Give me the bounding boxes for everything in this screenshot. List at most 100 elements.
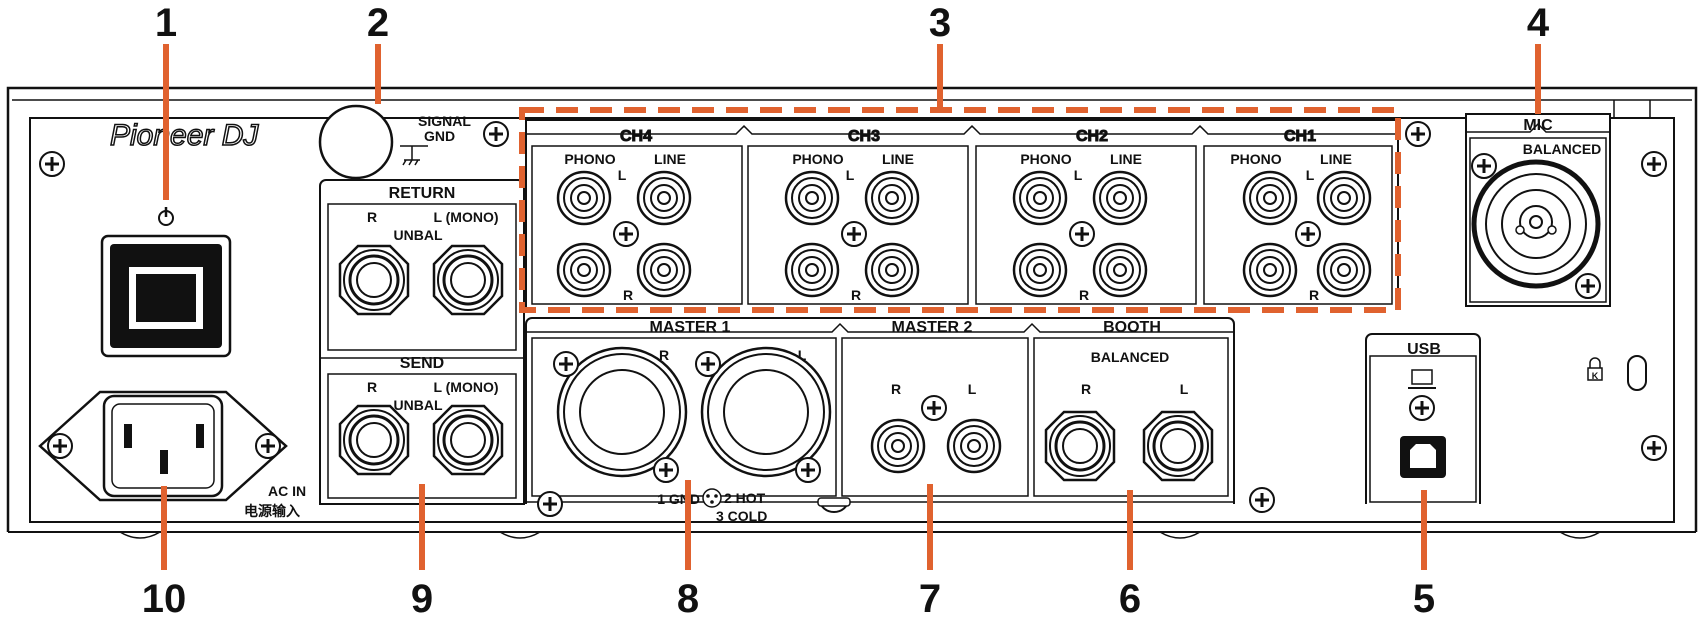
screw-icon	[840, 220, 868, 248]
signal-label: SIGNAL	[418, 113, 471, 129]
return-label: RETURN	[389, 185, 456, 202]
power-icon	[158, 207, 174, 226]
screw-icon	[1640, 150, 1668, 178]
phono-label: PHONO	[792, 151, 843, 167]
send-l-jack[interactable]	[432, 404, 504, 476]
ch3-label: CH3	[848, 128, 880, 145]
outputs-section	[525, 317, 1235, 504]
callout-3: 3	[929, 1, 951, 45]
callout-4: 4	[1527, 1, 1550, 45]
booth-l-label: L	[1180, 381, 1189, 397]
ac-in-cn-label: 电源输入	[244, 503, 300, 519]
r-label: R	[1309, 287, 1319, 303]
ac-inlet	[38, 390, 288, 502]
callout-7: 7	[919, 577, 941, 620]
ch1-label: CH1	[1284, 128, 1316, 145]
master2-r-jack[interactable]	[870, 418, 926, 474]
callout-6: 6	[1119, 577, 1141, 620]
xlr-pinout-icon	[702, 488, 722, 508]
line-label: LINE	[1110, 151, 1142, 167]
ch3-line-r-jack[interactable]	[864, 242, 920, 298]
master2-l-label: L	[968, 381, 977, 397]
ch4-line-l-jack[interactable]	[636, 170, 692, 226]
ch4-phono-l-jack[interactable]	[556, 170, 612, 226]
ch2-line-l-jack[interactable]	[1092, 170, 1148, 226]
callout-10: 10	[142, 577, 187, 620]
ch4-line-r-jack[interactable]	[636, 242, 692, 298]
ch4-phono-r-jack[interactable]	[556, 242, 612, 298]
ch3-phono-l-jack[interactable]	[784, 170, 840, 226]
booth-balanced-label: BALANCED	[1091, 349, 1170, 365]
line-label: LINE	[654, 151, 686, 167]
return-r-jack[interactable]	[338, 244, 410, 316]
screw-icon	[1408, 394, 1436, 422]
ch2-phono-l-jack[interactable]	[1012, 170, 1068, 226]
master1-l-xlr-jack[interactable]	[700, 346, 832, 478]
screw-icon	[482, 120, 510, 148]
screw-icon	[1248, 486, 1276, 514]
line-label: LINE	[1320, 151, 1352, 167]
screw-icon	[254, 432, 282, 460]
master2-label: MASTER 2	[892, 319, 973, 336]
booth-r-jack[interactable]	[1044, 410, 1116, 482]
ch1-phono-r-jack[interactable]	[1242, 242, 1298, 298]
usb-label: USB	[1407, 341, 1441, 358]
send-label: SEND	[400, 355, 444, 372]
gnd1-label: 1 GND	[657, 491, 700, 507]
r-label: R	[623, 287, 633, 303]
phono-label: PHONO	[1230, 151, 1281, 167]
screw-icon	[46, 432, 74, 460]
cable-hook	[817, 497, 851, 513]
l-label: L	[1074, 167, 1083, 183]
ch2-phono-r-jack[interactable]	[1012, 242, 1068, 298]
ch3-phono-r-jack[interactable]	[784, 242, 840, 298]
callout-1: 1	[155, 1, 177, 45]
screw-icon	[1294, 220, 1322, 248]
return-l-jack[interactable]	[432, 244, 504, 316]
ac-in-label: AC IN	[268, 483, 306, 499]
master2-l-jack[interactable]	[946, 418, 1002, 474]
screw-icon	[612, 220, 640, 248]
cold3-label: 3 COLD	[716, 508, 767, 524]
ch2-label: CH2	[1076, 128, 1108, 145]
send-r-jack[interactable]	[338, 404, 410, 476]
screw-icon	[536, 490, 564, 518]
mic-balanced-label: BALANCED	[1523, 141, 1602, 157]
screw-icon	[552, 350, 580, 378]
security-slot	[1627, 355, 1647, 391]
computer-icon	[1408, 369, 1436, 389]
callout-8: 8	[677, 577, 699, 620]
r-label: R	[851, 287, 861, 303]
ch1-line-r-jack[interactable]	[1316, 242, 1372, 298]
usb-b-port[interactable]	[1400, 436, 1446, 478]
return-r-label: R	[367, 209, 377, 225]
callout-5: 5	[1413, 577, 1435, 620]
brand-logo: Pioneer DJ	[110, 119, 259, 152]
screw-icon	[1404, 120, 1432, 148]
booth-l-jack[interactable]	[1142, 410, 1214, 482]
ch1-phono-l-jack[interactable]	[1242, 170, 1298, 226]
master1-r-label: R	[659, 347, 669, 363]
mic-label: MIC	[1523, 117, 1553, 134]
screw-icon	[1574, 272, 1602, 300]
ch1-line-l-jack[interactable]	[1316, 170, 1372, 226]
callout-9: 9	[411, 577, 433, 620]
screw-icon	[694, 350, 722, 378]
phono-label: PHONO	[564, 151, 615, 167]
signal-gnd-terminal[interactable]	[318, 104, 394, 180]
mic-combo-jack[interactable]	[1471, 159, 1601, 289]
ch2-line-r-jack[interactable]	[1092, 242, 1148, 298]
r-label: R	[1079, 287, 1089, 303]
kensington-lock-icon: K	[1587, 357, 1603, 381]
unbal-label: UNBAL	[394, 397, 443, 413]
screw-icon	[1470, 152, 1498, 180]
power-switch[interactable]	[100, 207, 232, 358]
ch3-line-l-jack[interactable]	[864, 170, 920, 226]
svg-text:K: K	[1592, 371, 1599, 381]
screw-icon	[652, 456, 680, 484]
screw-icon	[1640, 434, 1668, 462]
master1-l-label: L	[798, 347, 807, 363]
callout-lines	[161, 44, 1541, 570]
l-label: L	[1306, 167, 1315, 183]
